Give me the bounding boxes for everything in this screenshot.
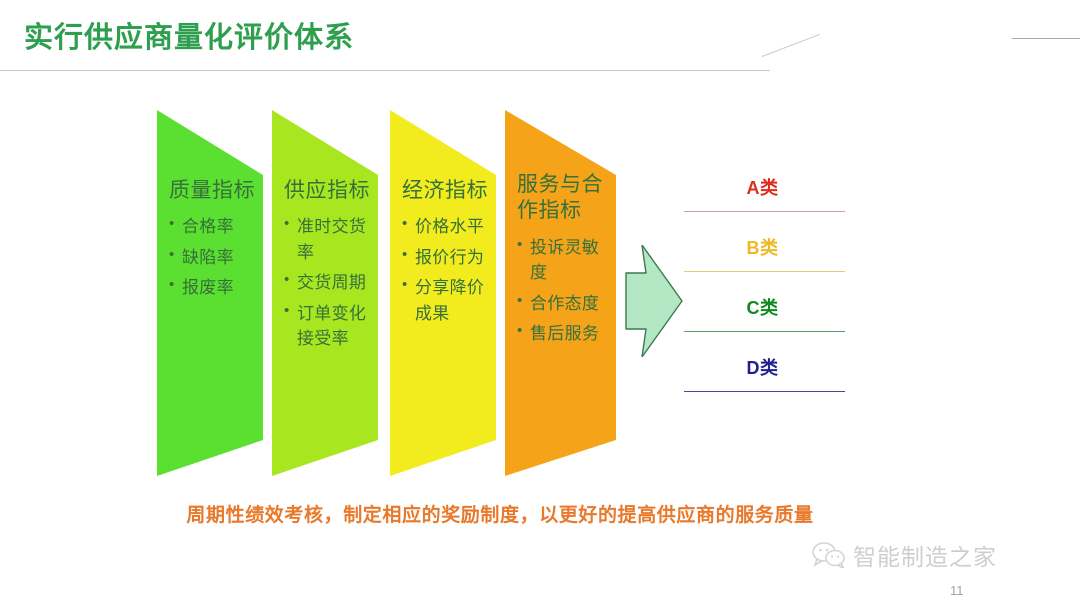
funnel-block-economic[interactable]: 经济指标 价格水平 报价行为 分享降价成果 [390,110,496,476]
funnel-list-item: 缺陷率 [169,244,255,271]
funnel-content: 经济指标 价格水平 报价行为 分享降价成果 [390,110,496,476]
page-title: 实行供应商量化评价体系 [24,22,355,54]
right-arrow-icon [625,245,683,357]
arrow-polygon [625,245,683,357]
grade-item-c[interactable]: C类 [680,290,845,350]
grade-label: A类 [746,178,779,198]
funnel-list-item: 报废率 [169,274,255,301]
funnel-content: 服务与合作指标 投诉灵敏度 合作态度 售后服务 [505,110,616,476]
funnel-heading: 质量指标 [169,179,255,202]
grade-underline [684,331,845,332]
funnel-list-item: 报价行为 [402,244,488,271]
wechat-icon [812,542,845,568]
funnel-list-item: 准时交货率 [284,213,370,265]
funnel-content: 供应指标 准时交货率 交货周期 订单变化接受率 [272,110,378,476]
funnel-item-list: 准时交货率 交货周期 订单变化接受率 [284,213,370,352]
grade-underline [684,271,845,272]
funnel-item-list: 投诉灵敏度 合作态度 售后服务 [517,234,608,347]
grade-item-b[interactable]: B类 [680,230,845,290]
grade-item-a[interactable]: A类 [680,170,845,230]
funnel-block-quality[interactable]: 质量指标 合格率 缺陷率 报废率 [157,110,263,476]
funnel-list-item: 分享降价成果 [402,274,488,326]
header-divider-diagonal [761,33,821,57]
funnel-heading: 经济指标 [402,179,488,202]
grade-underline [684,391,845,392]
watermark: 智能制造之家 [812,538,997,572]
funnel-list-item: 合作态度 [517,290,608,317]
funnel-list-item: 价格水平 [402,213,488,240]
grade-underline [684,211,845,212]
grade-label: C类 [746,298,779,318]
funnel-heading: 服务与合作指标 [517,173,603,223]
grade-label: D类 [746,358,779,378]
footer-note: 周期性绩效考核，制定相应的奖励制度，以更好的提高供应商的服务质量 [186,505,814,526]
grade-item-d[interactable]: D类 [680,350,845,410]
funnel-item-list: 价格水平 报价行为 分享降价成果 [402,213,488,326]
watermark-text: 智能制造之家 [853,544,997,570]
funnel-block-supply[interactable]: 供应指标 准时交货率 交货周期 订单变化接受率 [272,110,378,476]
funnel-content: 质量指标 合格率 缺陷率 报废率 [157,110,263,476]
funnel-item-list: 合格率 缺陷率 报废率 [169,213,255,301]
header-divider [0,70,770,71]
funnel-list-item: 合格率 [169,213,255,240]
funnel-list-item: 投诉灵敏度 [517,234,608,286]
funnel-list-item: 交货周期 [284,269,370,296]
funnel-heading: 供应指标 [284,179,370,202]
grade-label: B类 [746,238,779,258]
header-divider-right [1012,38,1080,39]
funnel-block-service[interactable]: 服务与合作指标 投诉灵敏度 合作态度 售后服务 [505,110,616,476]
grade-list: A类 B类 C类 D类 [680,170,845,410]
page-number: 11 [950,583,964,598]
funnel-list-item: 订单变化接受率 [284,300,370,352]
funnel-list-item: 售后服务 [517,320,608,347]
